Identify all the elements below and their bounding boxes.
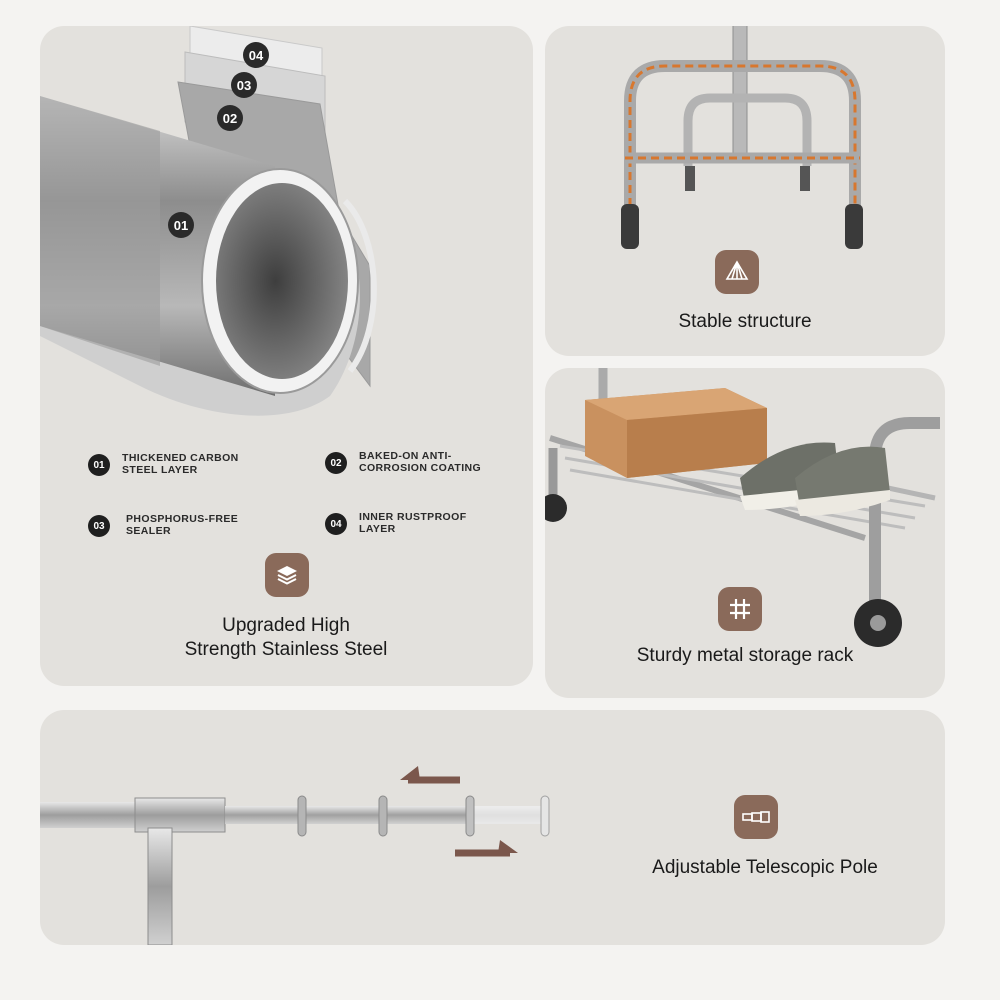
storage-caption: Sturdy metal storage rack: [636, 645, 854, 666]
layer-number: 02: [325, 452, 347, 474]
telescopic-caption: Adjustable Telescopic Pole: [652, 857, 878, 878]
rack-base-illustration: [621, 26, 863, 249]
materials-title: Upgraded High Strength Stainless Steel: [136, 614, 436, 662]
layer-number: 01: [88, 454, 110, 476]
layer-item-02: 02 BAKED-ON ANTI-CORROSION COATING: [325, 450, 499, 474]
layer-label: THICKENED CARBON STEEL LAYER: [122, 452, 239, 476]
layer-item-01: 01 THICKENED CARBON STEEL LAYER: [88, 452, 262, 476]
telescopic-pole-icon: [734, 795, 778, 839]
telescopic-pole-illustration: [40, 766, 550, 945]
storage-rack-illustration: [545, 368, 940, 647]
storage-panel: Sturdy metal storage rack: [545, 368, 945, 698]
steel-pipe-layers-illustration: [40, 26, 377, 416]
telescopic-panel: Adjustable Telescopic Pole: [40, 710, 945, 945]
layer-label: INNER RUSTPROOF LAYER: [359, 511, 467, 535]
layer-02-marker: 02: [217, 105, 243, 131]
layer-03-marker: 03: [231, 72, 257, 98]
layers-icon: [265, 553, 309, 597]
layer-01-marker: 01: [168, 212, 194, 238]
layer-number: 03: [88, 515, 110, 537]
materials-title-line2: Strength Stainless Steel: [184, 639, 388, 660]
structure-caption: Stable structure: [678, 311, 812, 332]
grid-icon: [718, 587, 762, 631]
layer-04-marker: 04: [243, 42, 269, 68]
layer-label: BAKED-ON ANTI-CORROSION COATING: [359, 450, 482, 474]
layer-number: 04: [325, 513, 347, 535]
materials-title-line1: Upgraded High: [222, 615, 350, 636]
materials-panel: 04 03 02 01 01 THICKENED CARBON STEEL LA…: [40, 26, 533, 686]
pyramid-icon: [715, 250, 759, 294]
layer-item-04: 04 INNER RUSTPROOF LAYER: [325, 511, 499, 535]
layer-item-03: 03 PHOSPHORUS-FREE SEALER: [88, 513, 266, 537]
layer-label: PHOSPHORUS-FREE SEALER: [126, 513, 239, 537]
structure-panel: Stable structure: [545, 26, 945, 356]
